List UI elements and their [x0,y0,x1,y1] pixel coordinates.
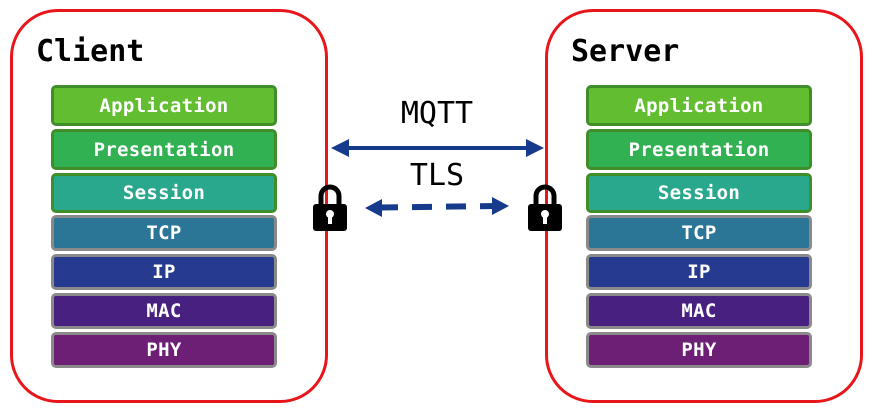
server-layer-3: TCP [586,215,812,251]
client-layer-4: IP [51,254,277,290]
server-layer-4: IP [586,254,812,290]
server-layer-5: MAC [586,293,812,329]
tls-arrow [365,197,509,217]
server-padlock-icon [528,184,562,231]
server-title: Server [571,34,680,69]
client-layer-3: TCP [51,215,277,251]
client-layer-5: MAC [51,293,277,329]
client-layer-6: PHY [51,332,277,368]
client-layer-1: Presentation [51,129,277,170]
client-layer-2: Session [51,173,277,213]
tls-label: TLS [409,158,465,193]
mqtt-label: MQTT [400,96,474,131]
mqtt-arrow [331,139,544,157]
server-layer-1: Presentation [586,129,812,170]
server-layer-0: Application [586,85,812,126]
client-title: Client [36,34,145,69]
client-layer-0: Application [51,85,277,126]
server-layer-2: Session [586,173,812,213]
client-padlock-icon [313,184,347,231]
server-layer-6: PHY [586,332,812,368]
